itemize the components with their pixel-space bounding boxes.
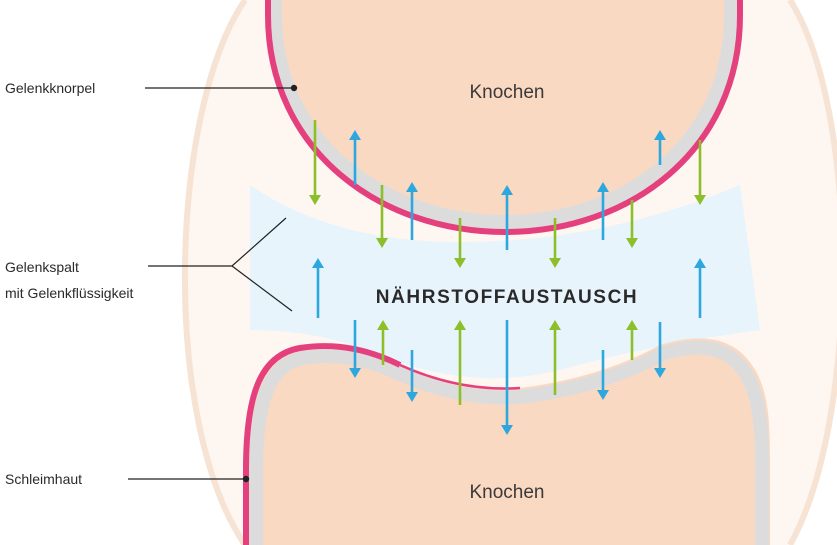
- label-naehrstoffaustausch: NÄHRSTOFFAUSTAUSCH: [376, 287, 638, 308]
- cartilage-pointer-dot: [291, 85, 297, 91]
- label-schleimhaut: Schleimhaut: [5, 471, 82, 487]
- label-knochen-bottom: Knochen: [469, 482, 544, 503]
- label-gelenkspalt: Gelenkspalt: [5, 259, 79, 275]
- label-gelenkknorpel: Gelenkknorpel: [5, 80, 95, 96]
- membrane-pointer-dot: [243, 476, 249, 482]
- label-gelenkfluessigkeit: mit Gelenkflüssigkeit: [5, 285, 133, 301]
- label-knochen-top: Knochen: [469, 82, 544, 103]
